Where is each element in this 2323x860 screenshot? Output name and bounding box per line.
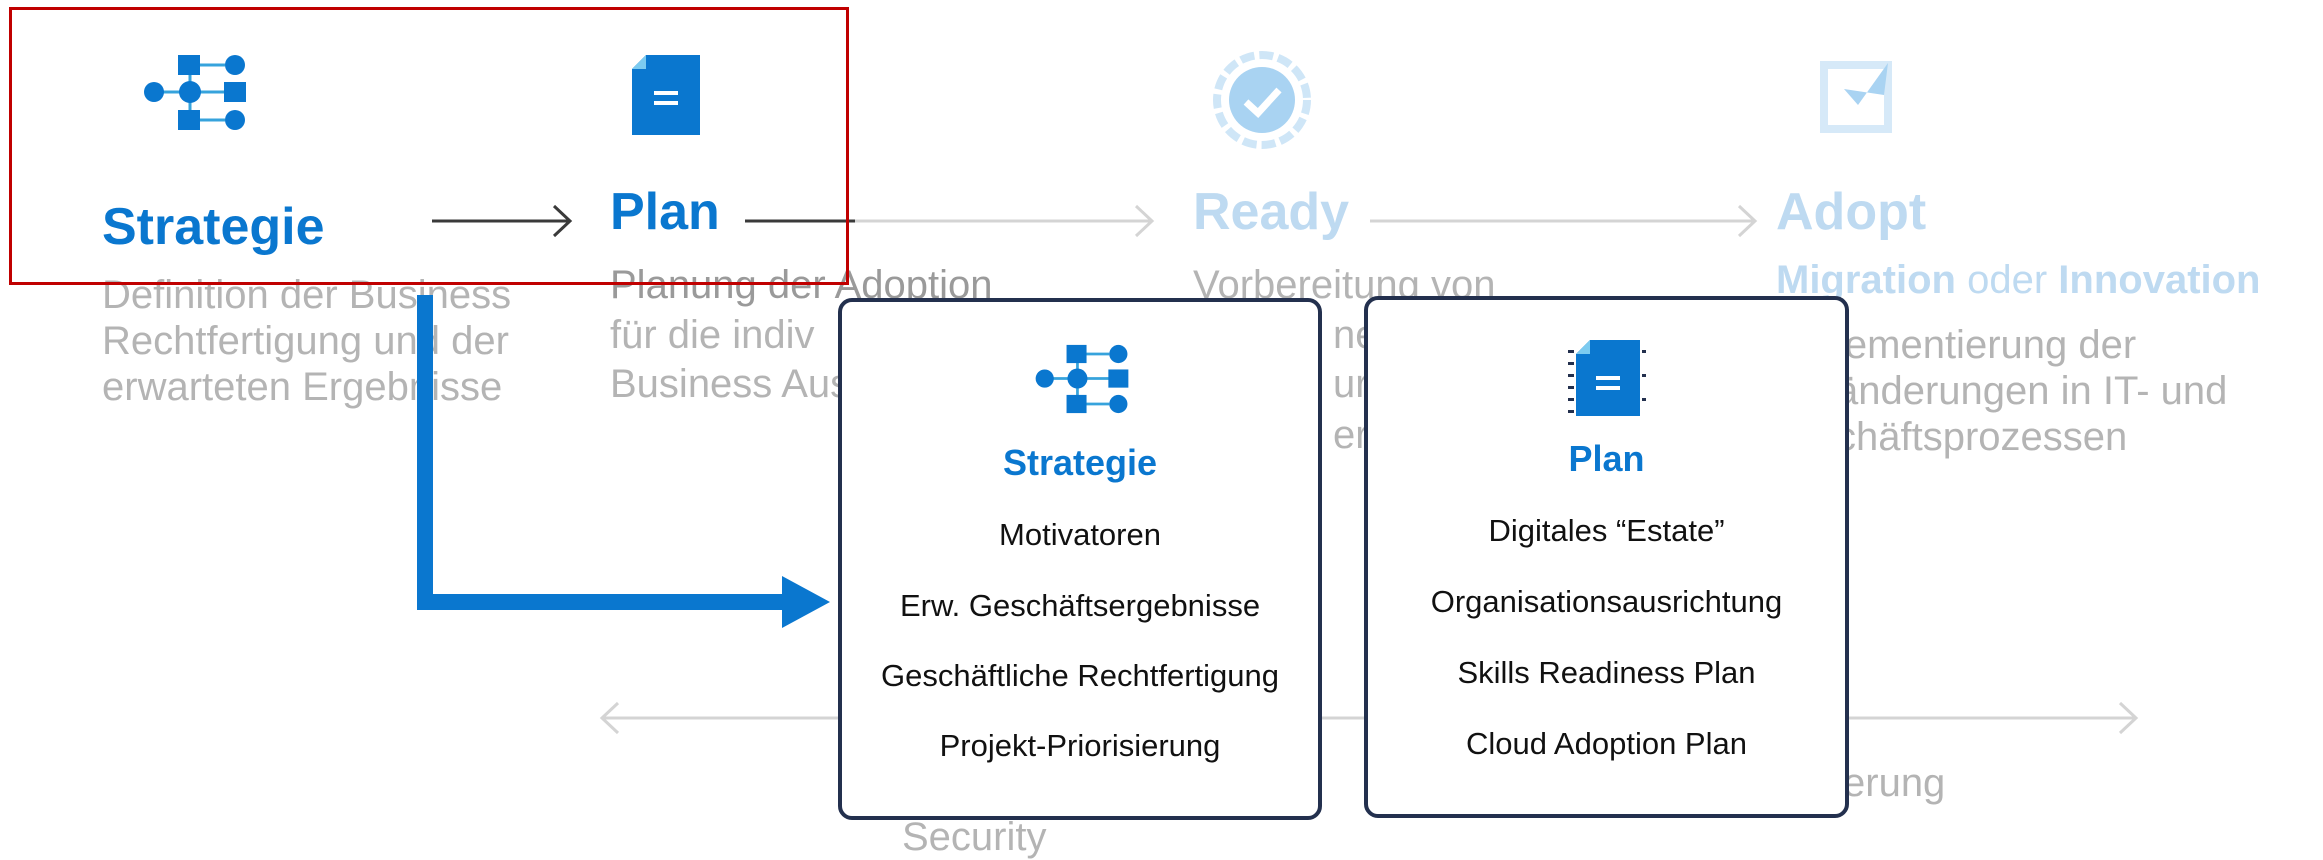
stage-desc-ready-4: er xyxy=(1333,413,1369,457)
plan-card-item: Digitales “Estate” xyxy=(1488,513,1725,548)
stage-title-ready: Ready xyxy=(1193,183,1350,241)
adopt-checkbox-icon xyxy=(1820,61,1892,133)
stage-desc-adopt-3: chäftsprozessen xyxy=(1836,415,2128,459)
strategie-card-item: Geschäftliche Rechtfertigung xyxy=(880,658,1280,693)
stage-desc-strategie-3: erwarteten Ergebnisse xyxy=(102,365,503,409)
stage-title-plan: Plan xyxy=(610,183,720,241)
stage-desc-ready-3: ur xyxy=(1333,362,1369,406)
stage-desc-strategie-2: Rechtfertigung und der xyxy=(102,319,509,363)
arrow-strategie-plan xyxy=(432,204,573,238)
stage-title-adopt: Adopt xyxy=(1776,183,1927,241)
strategy-flow-icon xyxy=(1035,344,1129,414)
stage-title-strategie: Strategie xyxy=(102,198,325,256)
plan-card: Plan Digitales “Estate” Organisationsaus… xyxy=(1364,296,1849,818)
strategie-card-item: Motivatoren xyxy=(999,517,1161,552)
bottom-label-security: Security xyxy=(902,815,1047,859)
adopt-subtitle-or: oder xyxy=(1955,258,2059,302)
stage-desc-plan-2: für die indiv xyxy=(610,313,815,357)
plan-document-icon xyxy=(1568,340,1646,416)
plan-card-item: Skills Readiness Plan xyxy=(1457,655,1756,690)
strategie-card: Strategie Motivatoren Erw. Geschäftserge… xyxy=(838,298,1322,820)
stage-desc-strategie-1: Definition der Business xyxy=(102,273,512,317)
adopt-subtitle: Migration oder Innovation xyxy=(1776,257,2261,303)
plan-card-title: Plan xyxy=(1568,438,1645,479)
stage-desc-plan-3: Business Aus xyxy=(610,362,851,406)
strategie-card-item: Projekt-Priorisierung xyxy=(939,728,1221,763)
plan-card-item: Cloud Adoption Plan xyxy=(1466,726,1747,761)
bottom-label-right: erung xyxy=(1843,761,1946,805)
plan-document-icon xyxy=(632,55,700,135)
ready-check-icon xyxy=(1213,51,1311,149)
plan-card-item: Organisationsausrichtung xyxy=(1430,584,1783,619)
adopt-subtitle-innovation: Innovation xyxy=(2058,258,2261,302)
adopt-subtitle-migration: Migration xyxy=(1776,258,1956,302)
arrow-ready-adopt xyxy=(1370,204,1758,238)
stage-desc-adopt-1: lementierung der xyxy=(1836,323,2137,367)
strategie-card-title: Strategie xyxy=(1002,442,1158,483)
stage-desc-adopt-2: änderungen in IT- und xyxy=(1836,369,2228,413)
strategy-flow-icon xyxy=(144,55,246,130)
strategie-card-item: Erw. Geschäftsergebnisse xyxy=(899,588,1261,623)
highlight-box xyxy=(9,7,849,285)
arrow-plan-ready-faded xyxy=(855,204,1155,238)
